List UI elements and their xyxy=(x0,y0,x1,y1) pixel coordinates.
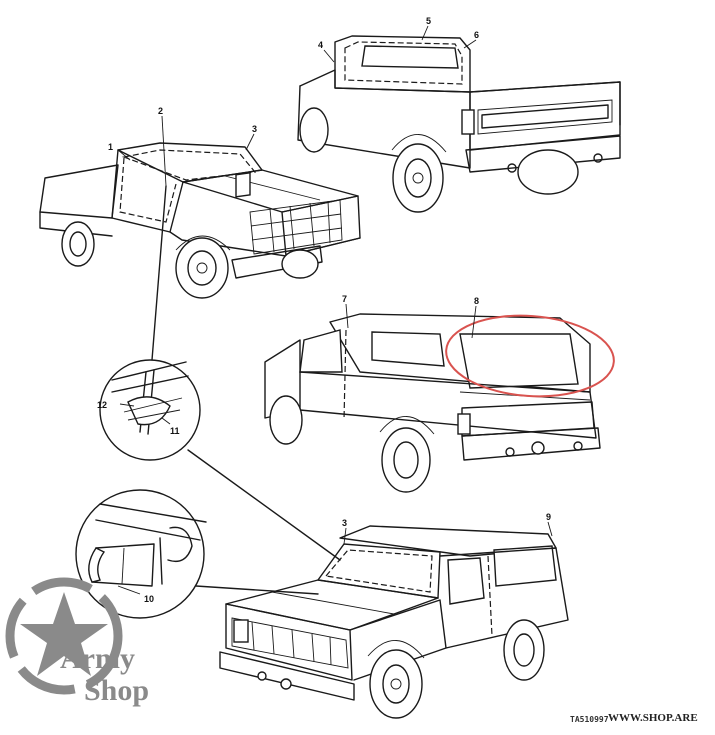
callout-3: 3 xyxy=(252,124,257,134)
watermark-url: WWW.SHOP.ARE xyxy=(608,712,698,724)
callout-5: 5 xyxy=(426,16,431,26)
callout-numbers: 1 2 3 4 5 6 7 8 3 9 10 11 12 xyxy=(97,16,551,604)
pickup-rear-view xyxy=(297,35,621,213)
callout-2: 2 xyxy=(158,106,163,116)
callout-3b: 3 xyxy=(342,518,347,528)
callout-leaders xyxy=(117,25,553,545)
callout-12: 12 xyxy=(97,400,107,410)
watermark-line2: Shop xyxy=(84,674,149,707)
highlight-circle xyxy=(445,314,615,398)
star-icon xyxy=(20,592,108,676)
pickup-front-view xyxy=(39,142,361,299)
detail-inset-weatherstrip xyxy=(99,185,341,561)
watermark-line1: Army xyxy=(60,642,135,675)
army-shop-watermark: Army Shop xyxy=(5,577,149,707)
callout-9: 9 xyxy=(546,512,551,522)
callout-7: 7 xyxy=(342,294,347,304)
callout-11: 11 xyxy=(170,426,180,436)
blazer-front-view xyxy=(219,525,569,719)
callout-6: 6 xyxy=(474,30,479,40)
drawing-code: TA510997 xyxy=(570,715,609,724)
callout-8: 8 xyxy=(474,296,479,306)
blazer-rear-view xyxy=(264,313,601,493)
callout-4: 4 xyxy=(318,40,323,50)
callout-10: 10 xyxy=(144,594,154,604)
detail-inset-molding xyxy=(75,489,319,619)
callout-1: 1 xyxy=(108,142,113,152)
